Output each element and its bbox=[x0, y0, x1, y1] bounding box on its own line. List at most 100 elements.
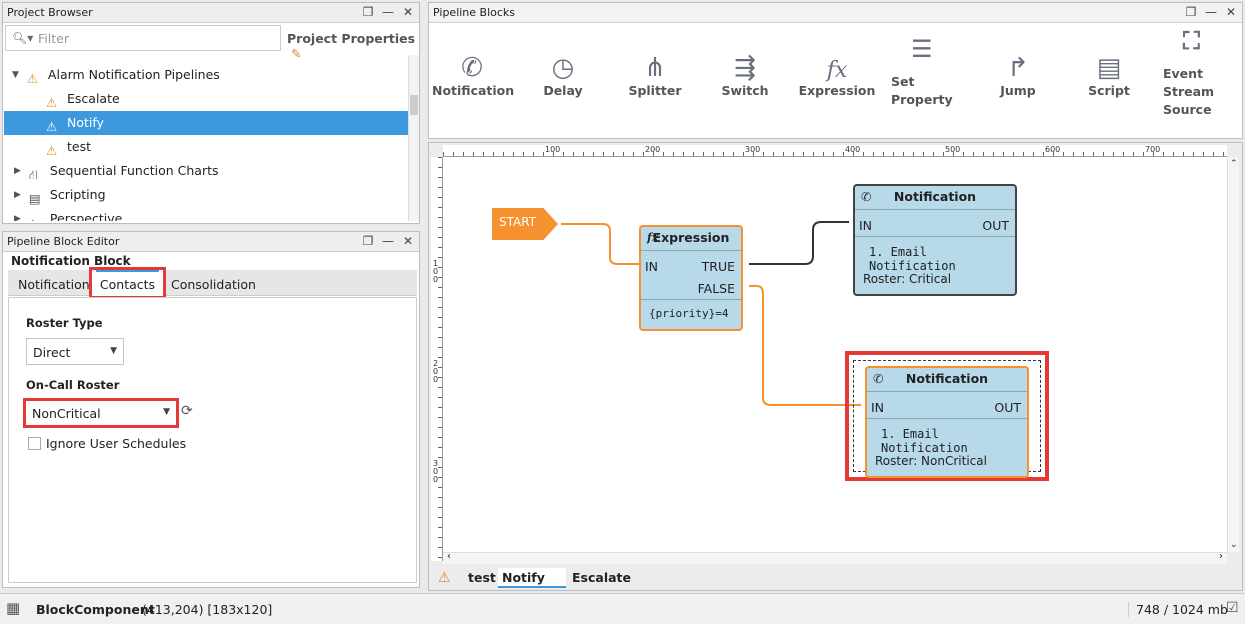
delay-block-tool[interactable]: ◷Delay bbox=[523, 43, 603, 98]
notification-block-critical[interactable]: ✆Notification IN OUT 1. Email Notificati… bbox=[853, 184, 1017, 296]
tab-consolidation[interactable]: Consolidation bbox=[171, 277, 256, 292]
notification-block-noncritical[interactable]: ✆ Notification IN OUT 1. Email Notificati… bbox=[865, 366, 1029, 478]
tree-area: ▼ ⚠ Alarm Notification Pipelines ⚠ Escal… bbox=[4, 55, 408, 221]
minimize-icon[interactable]: — bbox=[1205, 5, 1217, 19]
restore-icon[interactable]: ❐ bbox=[362, 234, 374, 248]
grid-icon[interactable]: ▦ bbox=[6, 599, 21, 617]
scroll-thumb[interactable] bbox=[410, 95, 418, 115]
expression-divider bbox=[641, 299, 741, 300]
false-to-notification-connector bbox=[749, 285, 861, 406]
vertical-ruler bbox=[431, 157, 443, 561]
title-text: Notification bbox=[893, 189, 977, 204]
vruler-label: 0 bbox=[433, 267, 439, 276]
scroll-down-icon[interactable]: ⌄ bbox=[1230, 540, 1238, 550]
scroll-left-icon[interactable]: ‹ bbox=[447, 551, 451, 562]
pipeline-icon: ⚠ bbox=[46, 95, 58, 110]
false-port[interactable]: FALSE bbox=[697, 281, 735, 296]
tool-label: Jump bbox=[1000, 83, 1036, 98]
start-label: START bbox=[499, 215, 537, 229]
phone-icon: ✆ bbox=[873, 371, 884, 386]
tree-label: Scripting bbox=[49, 187, 106, 202]
project-browser-header: Project Browser ❐—✕ bbox=[3, 3, 419, 23]
roster-type-dropdown[interactable]: Direct ▼ bbox=[26, 338, 124, 365]
restore-icon[interactable]: ❐ bbox=[362, 5, 374, 19]
filter-box[interactable]: 🔍︎▾ Filter bbox=[5, 25, 281, 51]
scroll-right-icon[interactable]: › bbox=[1219, 551, 1223, 562]
tree-item-perspective[interactable]: ▶ ⌂ Perspective bbox=[14, 207, 122, 221]
connector-lines bbox=[561, 221, 861, 406]
notification-item: 1. Email Notification bbox=[881, 427, 968, 455]
filter-input[interactable]: Filter bbox=[38, 31, 69, 46]
refresh-icon[interactable]: ⟳ bbox=[181, 403, 193, 419]
phone-icon: ✆ bbox=[461, 53, 483, 83]
start-node[interactable]: START bbox=[492, 208, 558, 240]
scroll-up-icon[interactable]: ⌃ bbox=[1230, 159, 1238, 169]
close-icon[interactable]: ✕ bbox=[402, 234, 414, 248]
title-text: Expression bbox=[652, 230, 730, 245]
tree-item-scripting[interactable]: ▶ ▤ Scripting bbox=[14, 183, 106, 207]
checklist-icon[interactable]: ☑ bbox=[1226, 600, 1239, 616]
vruler-label: 3 bbox=[433, 459, 439, 468]
tool-label: Set Property bbox=[891, 74, 953, 107]
close-icon[interactable]: ✕ bbox=[402, 5, 414, 19]
tab-notify[interactable]: Notify ✕ bbox=[498, 568, 566, 605]
collapsed-arrow-icon: ▶ bbox=[14, 214, 21, 221]
project-browser-panel: Project Browser ❐—✕ 🔍︎▾ Filter Project P… bbox=[2, 2, 420, 224]
out-port[interactable]: OUT bbox=[982, 218, 1009, 233]
tree-item-notify[interactable]: ⚠ Notify bbox=[4, 111, 408, 135]
canvas-hscrollbar[interactable]: ‹ › bbox=[443, 551, 1227, 564]
pipeline-blocks-title: Pipeline Blocks bbox=[433, 6, 516, 19]
tab-escalate[interactable]: Escalate bbox=[572, 570, 631, 585]
ruler-label: 500 bbox=[945, 145, 961, 154]
true-to-notification-connector bbox=[749, 221, 849, 265]
pipeline-blocks-panel: Pipeline Blocks ❐ — ✕ ✆Notification ◷Delay… bbox=[428, 2, 1243, 139]
notification-block-tool[interactable]: ✆Notification bbox=[432, 43, 514, 98]
tab-test[interactable]: test bbox=[468, 570, 496, 585]
switch-block-tool[interactable]: ⇶Switch bbox=[705, 43, 785, 98]
event-stream-source-block-tool[interactable]: ⛶ Event Stream Source bbox=[1163, 27, 1223, 119]
in-port[interactable]: IN bbox=[645, 259, 659, 274]
script-block-tool[interactable]: ▤Script bbox=[1069, 43, 1149, 98]
oncall-roster-dropdown[interactable]: NonCritical ▼ bbox=[23, 398, 179, 428]
set-property-block-tool[interactable]: ☰ Set Property bbox=[891, 35, 953, 109]
tree-item-escalate[interactable]: ⚠ Escalate bbox=[46, 87, 120, 111]
in-port[interactable]: IN bbox=[871, 400, 885, 415]
ruler-label: 400 bbox=[845, 145, 861, 154]
true-port[interactable]: TRUE bbox=[701, 259, 735, 274]
tree-item-alarm-pipelines[interactable]: ▼ ⚠ Alarm Notification Pipelines bbox=[12, 63, 220, 87]
tree-label: Alarm Notification Pipelines bbox=[47, 67, 220, 82]
minimize-icon[interactable]: — bbox=[382, 234, 394, 248]
vruler-label: 0 bbox=[433, 367, 439, 376]
close-icon[interactable]: ✕ bbox=[1225, 5, 1237, 19]
title-text: Notification bbox=[905, 371, 989, 386]
restore-icon[interactable]: ❐ bbox=[1185, 5, 1197, 19]
collapsed-arrow-icon: ▶ bbox=[14, 190, 21, 200]
tree-item-test[interactable]: ⚠ test bbox=[46, 135, 91, 159]
splitter-block-tool[interactable]: ⋔Splitter bbox=[615, 43, 695, 98]
ruler-label: 600 bbox=[1045, 145, 1061, 154]
project-properties-button[interactable]: Project Properties ✎ bbox=[287, 31, 419, 61]
vruler-label: 2 bbox=[433, 359, 439, 368]
tab-notification[interactable]: Notification bbox=[18, 277, 90, 292]
notification-item: 1. Email Notification bbox=[869, 245, 956, 273]
tree-scrollbar[interactable] bbox=[408, 55, 419, 221]
splitter-icon: ⋔ bbox=[644, 53, 666, 83]
in-port[interactable]: IN bbox=[859, 218, 873, 233]
out-port[interactable]: OUT bbox=[994, 400, 1021, 415]
tab-contacts[interactable]: Contacts bbox=[89, 267, 166, 299]
tree-item-sfc[interactable]: ▶ ⛙ Sequential Function Charts bbox=[14, 159, 219, 183]
ignore-schedules-checkbox[interactable] bbox=[28, 437, 41, 450]
roster-text: Roster: NonCritical bbox=[875, 454, 987, 468]
vruler-label: 0 bbox=[433, 467, 439, 476]
perspective-icon: ⌂ bbox=[29, 211, 45, 221]
memory-usage: 748 / 1024 mb bbox=[1128, 602, 1228, 617]
tree-label: Escalate bbox=[67, 91, 120, 106]
jump-block-tool[interactable]: ↱Jump bbox=[978, 43, 1058, 98]
canvas-vscrollbar[interactable]: ⌃ ⌄ bbox=[1227, 157, 1239, 552]
minimize-icon[interactable]: — bbox=[382, 5, 394, 19]
tab-notify-label: Notify bbox=[502, 570, 545, 585]
